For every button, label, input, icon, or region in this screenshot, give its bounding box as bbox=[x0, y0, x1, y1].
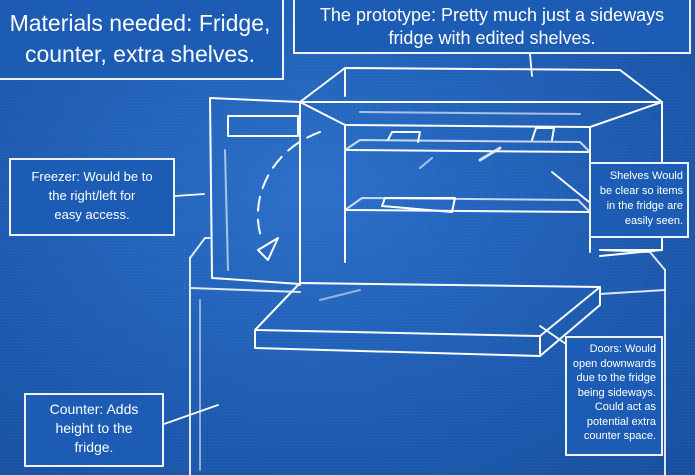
freezer-text: Freezer: Would be to the right/left for … bbox=[31, 169, 153, 222]
counter-label: Counter: Adds height to the fridge. bbox=[24, 393, 164, 467]
prototype-text: The prototype: Pretty much just a sidewa… bbox=[319, 5, 665, 48]
prototype-label: The prototype: Pretty much just a sidewa… bbox=[293, 0, 691, 54]
counter-text: Counter: Adds height to the fridge. bbox=[49, 401, 139, 455]
doors-text: Doors: Would open downwards due to the f… bbox=[572, 343, 656, 442]
fridge-door bbox=[254, 282, 601, 357]
doors-label: Doors: Would open downwards due to the f… bbox=[565, 336, 663, 456]
leader-lines bbox=[163, 53, 590, 425]
fridge-shelves bbox=[344, 127, 591, 213]
materials-needed-label: Materials needed: Fridge, counter, extra… bbox=[0, 0, 284, 80]
fridge-body bbox=[209, 67, 663, 286]
shelves-label: Shelves Would be clear so items in the f… bbox=[589, 162, 689, 238]
shelves-text: Shelves Would be clear so items in the f… bbox=[599, 170, 683, 227]
materials-needed-text: Materials needed: Fridge, counter, extra… bbox=[9, 10, 271, 67]
freezer-label: Freezer: Would be to the right/left for … bbox=[9, 158, 175, 236]
freezer-swing-arrow bbox=[256, 131, 321, 261]
